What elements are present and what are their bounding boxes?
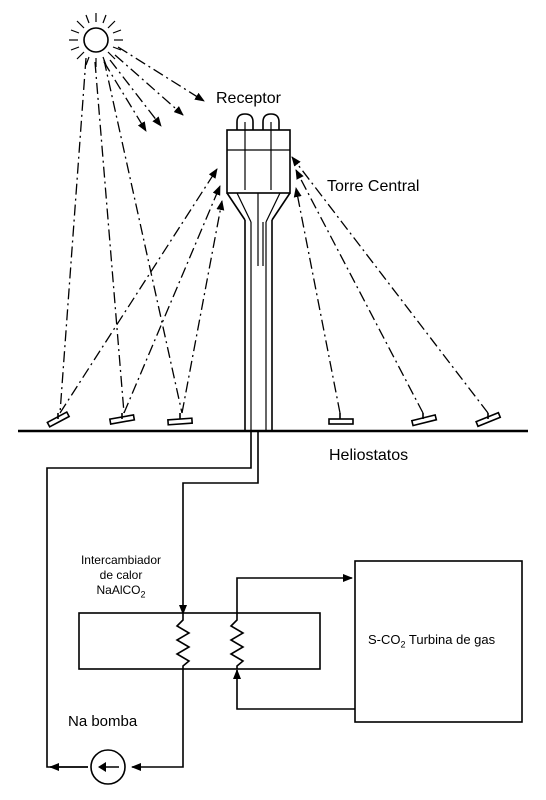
tower-label: Torre Central	[327, 178, 420, 195]
co2-loop	[233, 574, 355, 710]
receptor-label: Receptor	[216, 90, 281, 107]
turbine-label: S-CO2 Turbina de gas	[368, 632, 496, 650]
sun-rays-to-receptor	[103, 46, 205, 132]
pump-icon	[90, 749, 126, 785]
sun-icon	[69, 13, 123, 67]
heat-exchanger-box	[78, 612, 321, 670]
exchanger-label-line3: NaAlCO2	[96, 583, 146, 600]
turbine-box	[354, 560, 523, 723]
central-tower	[226, 113, 291, 430]
pump-label: Na bomba	[68, 713, 138, 730]
reflected-rays-right	[291, 156, 489, 414]
heliostat-mirror-icon	[46, 410, 502, 428]
zigzag-coil-icon	[175, 614, 245, 669]
exchanger-label-line2: de calor	[99, 568, 143, 582]
reflected-rays-left	[59, 168, 225, 414]
exchanger-label-line1: Intercambiador	[80, 553, 162, 567]
exchanger-label: Intercambiador de calor NaAlCO2	[68, 553, 174, 602]
sodium-return-pipe	[131, 669, 184, 771]
heliostats-label: Heliostatos	[329, 447, 409, 464]
sun-rays-to-heliostats	[59, 57, 183, 414]
